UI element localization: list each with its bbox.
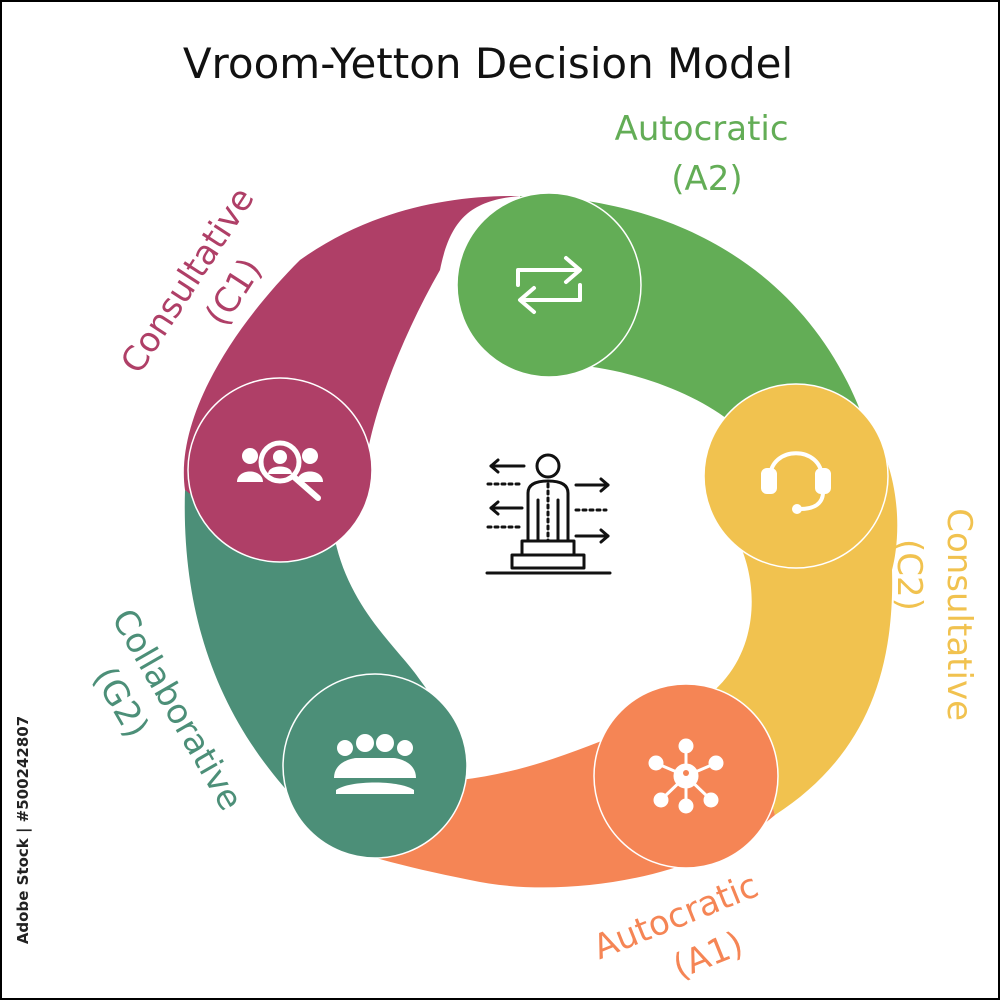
label-autocratic-a2: Autocratic (A2) [615, 109, 800, 199]
user-search-icon [237, 440, 323, 501]
decision-maker-icon [485, 453, 612, 575]
stock-watermark: Adobe Stock | #500242807 [14, 716, 33, 944]
swap-arrows-icon [516, 256, 582, 314]
network-hub-icon [648, 738, 724, 814]
headset-icon [761, 451, 831, 514]
circle-consultative-c2 [703, 383, 889, 569]
label-autocratic-a1: Autocratic (A1) [588, 862, 792, 1000]
label-consultative-c2: Consultative (C2) [889, 508, 979, 732]
team-meeting-icon [334, 734, 416, 794]
circle-autocratic-a2 [456, 192, 642, 378]
diagram-title: Vroom-Yetton Decision Model [183, 39, 793, 88]
